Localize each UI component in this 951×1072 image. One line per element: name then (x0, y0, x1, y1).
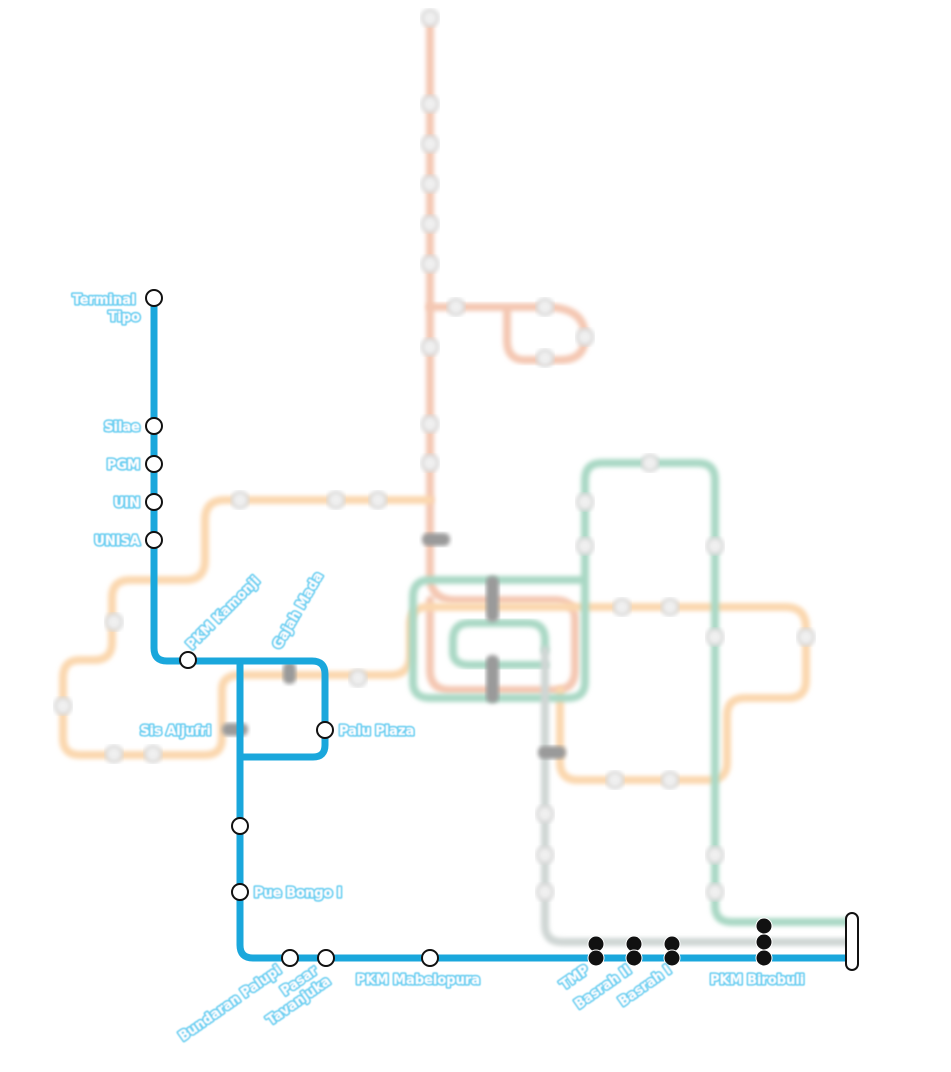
bg-stop (326, 490, 346, 510)
station-unnamed[interactable] (231, 817, 249, 835)
bg-stop (420, 337, 440, 357)
main-route-line (150, 294, 329, 761)
label-pgm: PGM (107, 458, 140, 473)
label-bundaran-palupi: Bundaran Palupi (177, 963, 285, 1045)
station-terminus[interactable] (845, 912, 859, 971)
bg-stop (535, 297, 555, 317)
bg-stop (612, 597, 632, 617)
station-pkm-mabelopura[interactable] (421, 949, 439, 967)
label-terminal-tipo: Terminal Tipo (73, 293, 140, 325)
bg-stop (660, 597, 680, 617)
label-uin: UIN (114, 496, 140, 511)
bg-stop (368, 490, 388, 510)
bg-stop (104, 612, 124, 632)
bg-transfer (222, 723, 248, 736)
main-route (150, 294, 856, 962)
bg-stop (705, 845, 725, 865)
station-pasar-tavanjuka[interactable] (317, 949, 335, 967)
bg-stop (446, 297, 466, 317)
label-terminal-tipo-line2: Tipo (108, 310, 140, 325)
bg-transfer (422, 533, 450, 546)
bg-stop (535, 845, 555, 865)
label-pue-bongo: Pue Bongo I (254, 886, 342, 901)
bg-transfer (283, 662, 296, 684)
main-route-branch (236, 657, 856, 962)
bg-stop (420, 174, 440, 194)
bg-stop (420, 214, 440, 234)
bg-stop (420, 8, 440, 28)
bg-stop (575, 327, 595, 347)
route-grey (541, 646, 854, 946)
label-silae: Silae (104, 420, 140, 435)
route-red (426, 14, 579, 694)
bg-transfer (486, 655, 499, 703)
bg-stop (705, 882, 725, 902)
bg-stop (420, 134, 440, 154)
bg-stop (575, 536, 595, 556)
station-silae[interactable] (145, 417, 163, 435)
bg-stop (535, 804, 555, 824)
station-labels: Terminal Tipo Silae PGM UIN UNISA PKM Ka… (71, 291, 806, 1046)
station-bundaran-palupi[interactable] (281, 949, 299, 967)
bg-stop (535, 882, 555, 902)
station-palu-plaza[interactable] (316, 721, 334, 739)
bg-transfer (538, 746, 566, 759)
station-pkm-kamonji[interactable] (179, 651, 197, 669)
bg-stop (796, 627, 816, 647)
background-routes (53, 8, 854, 946)
label-palu-plaza: Palu Plaza (339, 724, 414, 739)
bg-transfer (486, 576, 499, 622)
station-unisa[interactable] (145, 531, 163, 549)
station-pkm-birobuli-transfer-top[interactable] (755, 917, 773, 935)
station-pue-bongo[interactable] (231, 883, 249, 901)
bg-stop (605, 770, 625, 790)
bg-stop (575, 492, 595, 512)
station-basrah-i[interactable] (663, 949, 681, 967)
station-basrah-ii[interactable] (625, 949, 643, 967)
route-red-loop (426, 303, 589, 364)
route-green (409, 459, 854, 926)
label-tmp: TMP (558, 963, 592, 993)
bg-stop (705, 627, 725, 647)
bg-stop (420, 254, 440, 274)
label-terminal-tipo-line1: Terminal (73, 293, 136, 308)
label-pkm-birobuli: PKM Birobuli (710, 973, 804, 988)
station-terminal-tipo[interactable] (145, 289, 163, 307)
bg-stop (348, 668, 368, 688)
bg-stop (420, 414, 440, 434)
label-sis-aljufri: Sis Aljufri (140, 724, 211, 739)
bg-stop (535, 348, 555, 368)
bg-stop (705, 536, 725, 556)
background-stops (53, 8, 816, 902)
bg-stop (420, 94, 440, 114)
station-uin[interactable] (145, 493, 163, 511)
bg-stop (640, 453, 660, 473)
route-orange-west (59, 496, 810, 784)
bg-stop (420, 453, 440, 473)
bg-stop (104, 744, 124, 764)
label-gajah-mada: Gajah Mada (270, 570, 326, 652)
station-pkm-birobuli[interactable] (755, 949, 773, 967)
bg-stop (230, 490, 250, 510)
route-green-inner (449, 619, 549, 669)
label-pkm-mabelopura: PKM Mabelopura (356, 973, 480, 988)
station-tmp[interactable] (587, 949, 605, 967)
bg-stop (660, 770, 680, 790)
stations (145, 289, 859, 971)
bg-stop (53, 696, 73, 716)
label-pkm-kamonji: PKM Kamonji (184, 574, 263, 653)
bg-stop (143, 744, 163, 764)
label-unisa: UNISA (94, 534, 140, 549)
station-pkm-birobuli-transfer-mid[interactable] (755, 933, 773, 951)
station-pgm[interactable] (145, 455, 163, 473)
